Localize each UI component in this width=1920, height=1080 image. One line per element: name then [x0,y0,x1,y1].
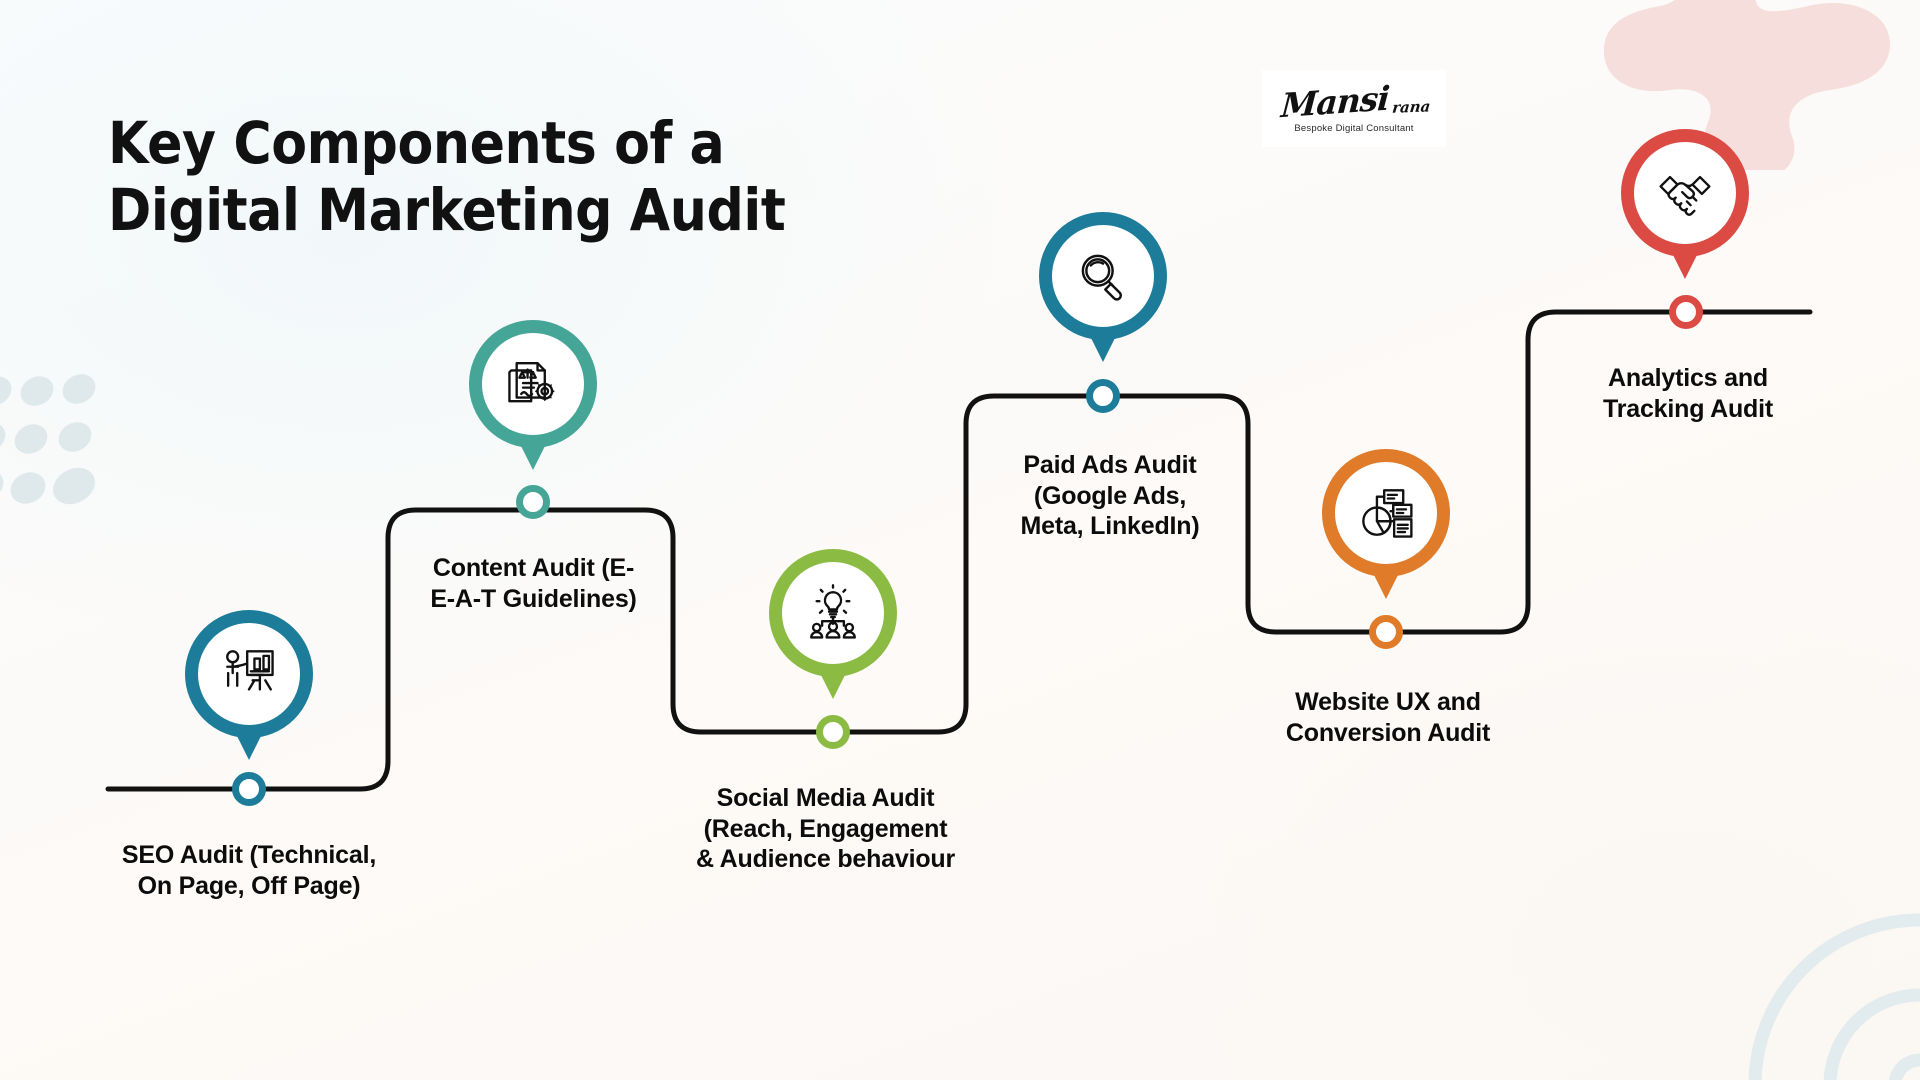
label-seo-audit: SEO Audit (Technical, On Page, Off Page) [54,840,444,901]
presenter-chart-icon [226,650,274,691]
pin-content-audit[interactable] [469,320,597,470]
label-social-media-audit: Social Media Audit (Reach, Engagement & … [658,783,993,875]
pin-tip-paid-ads-audit [1086,328,1120,362]
pin-paid-ads-audit[interactable] [1039,212,1167,362]
pin-tip-seo-audit [232,726,266,760]
node-content-audit[interactable] [516,485,550,519]
lightbulb-people-icon [810,584,856,639]
pie-chart-cards-icon [1362,489,1413,538]
handshake-icon [1659,175,1711,216]
label-seo-audit-line-2: On Page, Off Page) [137,871,361,900]
brand-logo-tagline: Bespoke Digital Consultant [1294,122,1414,134]
label-analytics-tracking-audit-line-1: Analytics and [1608,364,1768,392]
pin-tip-website-ux-audit [1369,565,1403,599]
node-website-ux-audit[interactable] [1369,615,1403,649]
magnifier-icon [1081,254,1122,301]
label-content-audit: Content Audit (E- E-A-T Guidelines) [395,553,672,614]
brand-logo: Mansirana Bespoke Digital Consultant [1262,70,1446,147]
pin-ring-content-audit [469,320,597,448]
label-paid-ads-audit-line-1: Paid Ads Audit [1023,451,1197,479]
label-content-audit-line-1: Content Audit (E- [432,554,635,582]
label-social-media-audit-line-2: (Reach, Engagement [703,814,948,843]
label-paid-ads-audit-line-2: (Google Ads, [1033,481,1187,510]
pin-website-ux-audit[interactable] [1322,449,1450,599]
pin-ring-website-ux-audit [1322,449,1450,577]
pin-analytics-tracking-audit[interactable] [1621,129,1749,279]
pin-ring-seo-audit [185,610,313,738]
pin-ring-social-media-audit [769,549,897,677]
pin-tip-content-audit [516,436,550,470]
label-social-media-audit-line-3: & Audience behaviour [695,845,955,873]
node-paid-ads-audit[interactable] [1086,379,1120,413]
label-social-media-audit-line-1: Social Media Audit [716,784,935,812]
label-website-ux-audit: Website UX and Conversion Audit [1248,687,1528,748]
node-social-media-audit[interactable] [816,715,850,749]
label-analytics-tracking-audit-line-2: Tracking Audit [1603,394,1773,423]
node-analytics-tracking-audit[interactable] [1669,295,1703,329]
page-title: Key Components of a Digital Marketing Au… [108,109,846,245]
label-paid-ads-audit-line-3: Meta, LinkedIn) [1020,512,1200,540]
label-content-audit-line-2: E-A-T Guidelines) [430,584,637,613]
label-website-ux-audit-line-2: Conversion Audit [1285,718,1491,747]
pin-tip-analytics-tracking-audit [1668,245,1702,279]
page-title-line-1: Key Components of a [108,109,725,177]
pin-tip-social-media-audit [816,665,850,699]
page-title-line-2: Digital Marketing Audit [108,176,786,245]
pin-ring-analytics-tracking-audit [1621,129,1749,257]
label-paid-ads-audit: Paid Ads Audit (Google Ads, Meta, Linked… [975,450,1245,542]
pin-seo-audit[interactable] [185,610,313,760]
pin-social-media-audit[interactable] [769,549,897,699]
label-website-ux-audit-line-1: Website UX and [1295,688,1481,716]
label-analytics-tracking-audit: Analytics and Tracking Audit [1553,363,1823,424]
pin-ring-paid-ads-audit [1039,212,1167,340]
label-seo-audit-line-1: SEO Audit (Technical, [121,841,377,869]
node-seo-audit[interactable] [232,772,266,806]
document-scales-gear-icon [508,361,555,403]
